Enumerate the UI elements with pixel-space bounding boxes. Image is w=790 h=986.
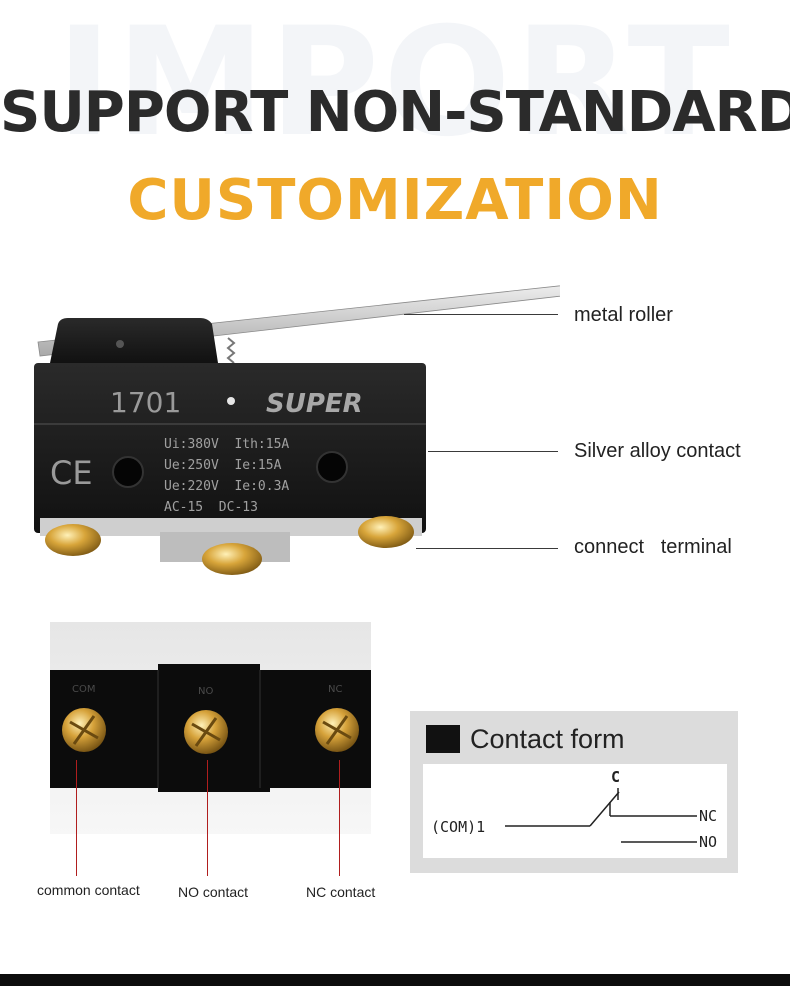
rating-line: AC-15 DC-13 bbox=[164, 500, 258, 515]
switch-brand: SUPER bbox=[266, 389, 363, 419]
schematic-no-label: NO bbox=[699, 833, 717, 851]
contact-form-title: Contact form bbox=[470, 724, 625, 754]
callout-line bbox=[404, 314, 558, 315]
terminal-mark-no: NO bbox=[198, 686, 213, 697]
label-common-contact: common contact bbox=[37, 882, 140, 898]
schematic-nc-label: NC bbox=[699, 807, 717, 825]
footer-bar bbox=[0, 974, 790, 986]
terminal-photo: COM NO NC bbox=[50, 622, 371, 834]
label-nc-contact: NC contact bbox=[306, 884, 376, 900]
rating-line: Ue:250V Ie:15A bbox=[164, 458, 282, 473]
switch-model: 1701 bbox=[110, 386, 181, 419]
contact-form-marker bbox=[426, 725, 460, 753]
schematic-c-label: C bbox=[611, 768, 620, 786]
contact-form-diagram: C (COM)1 NC NO bbox=[423, 764, 727, 858]
terminal-mark-com: COM bbox=[72, 684, 95, 695]
callout-terminal: connect terminal bbox=[574, 536, 732, 558]
contact-form-panel: Contact form C (COM)1 NC NO bbox=[410, 711, 738, 873]
watermark-text: IMPORT bbox=[56, 0, 734, 170]
terminal-mark-nc: NC bbox=[328, 684, 342, 695]
terminal-screw-right bbox=[358, 516, 414, 548]
label-line-no bbox=[207, 760, 208, 876]
rating-line: Ue:220V Ie:0.3A bbox=[164, 479, 289, 494]
headline-primary: SUPPORT NON-STANDARD bbox=[0, 80, 790, 145]
callout-silver-alloy: Silver alloy contact bbox=[574, 440, 741, 462]
terminal-photo-image: COM NO NC bbox=[50, 664, 371, 792]
label-line-common bbox=[76, 760, 77, 876]
label-line-nc bbox=[339, 760, 340, 876]
rating-line: Ui:380V Ith:15A bbox=[164, 437, 289, 452]
terminal-screw-left bbox=[45, 524, 101, 556]
terminal-screw-middle bbox=[202, 543, 262, 575]
headline-accent: CUSTOMIZATION bbox=[127, 168, 663, 233]
spring bbox=[226, 337, 236, 364]
callout-line bbox=[416, 548, 558, 549]
callout-line bbox=[428, 451, 558, 452]
callout-metal-roller: metal roller bbox=[574, 304, 673, 326]
schematic-com-label: (COM)1 bbox=[431, 818, 485, 836]
contact-schematic: C (COM)1 NC NO bbox=[431, 768, 717, 851]
label-no-contact: NO contact bbox=[178, 884, 249, 900]
micro-switch-image: 1701 SUPER CE Ui:380V Ith:15A Ue:250V Ie… bbox=[34, 285, 560, 575]
ce-mark: CE bbox=[50, 454, 93, 492]
